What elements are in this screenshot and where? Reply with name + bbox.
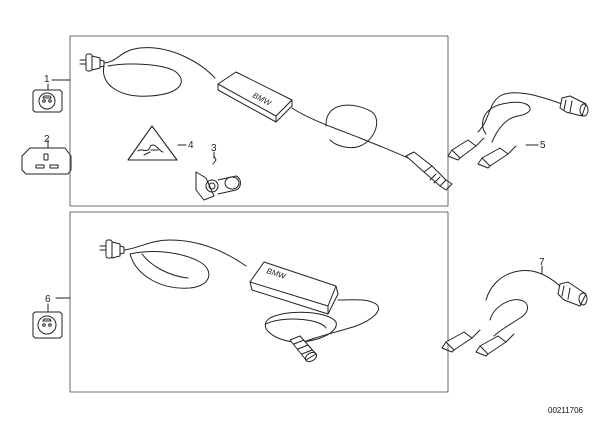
bottom-kit-frame (69, 211, 449, 393)
charger-unit-bottom: BMW (249, 261, 339, 315)
plug-face-item-1 (32, 89, 63, 113)
document-number: 00211706 (548, 406, 584, 415)
cable-top-output (291, 107, 409, 159)
cable-bottom-mains (123, 239, 247, 267)
callout-6: 6 (45, 294, 51, 305)
callout-4: 4 (188, 140, 194, 151)
socket-connector-part (195, 155, 241, 201)
cable-bottom-loop-inner (141, 253, 189, 279)
cable-top-mains (103, 47, 216, 79)
plug-face-item-6 (32, 311, 63, 339)
cable-bottom-output (299, 299, 379, 345)
top-kit-frame (69, 35, 449, 207)
battery-clamp-lead-item-7 (441, 270, 588, 357)
callout-3: 3 (211, 143, 217, 154)
callout-5: 5 (540, 140, 546, 151)
cable-bottom-coil (264, 311, 337, 343)
cable-top-output-loop (325, 104, 378, 149)
mains-plug-top (79, 53, 105, 72)
warning-label-sticker (127, 125, 178, 161)
cigarette-plug-top (405, 151, 453, 191)
cable-bottom-loop (129, 251, 210, 289)
callout-1: 1 (44, 74, 50, 85)
round-connector-bottom (289, 335, 318, 363)
cable-top-loop (103, 63, 182, 97)
plug-face-item-2 (21, 147, 72, 175)
charger-unit-top: BMW (217, 71, 293, 123)
callout-7: 7 (539, 257, 545, 268)
battery-clamp-lead-item-5 (447, 92, 589, 169)
callout-2: 2 (44, 134, 50, 145)
mains-plug-bottom (99, 239, 125, 259)
